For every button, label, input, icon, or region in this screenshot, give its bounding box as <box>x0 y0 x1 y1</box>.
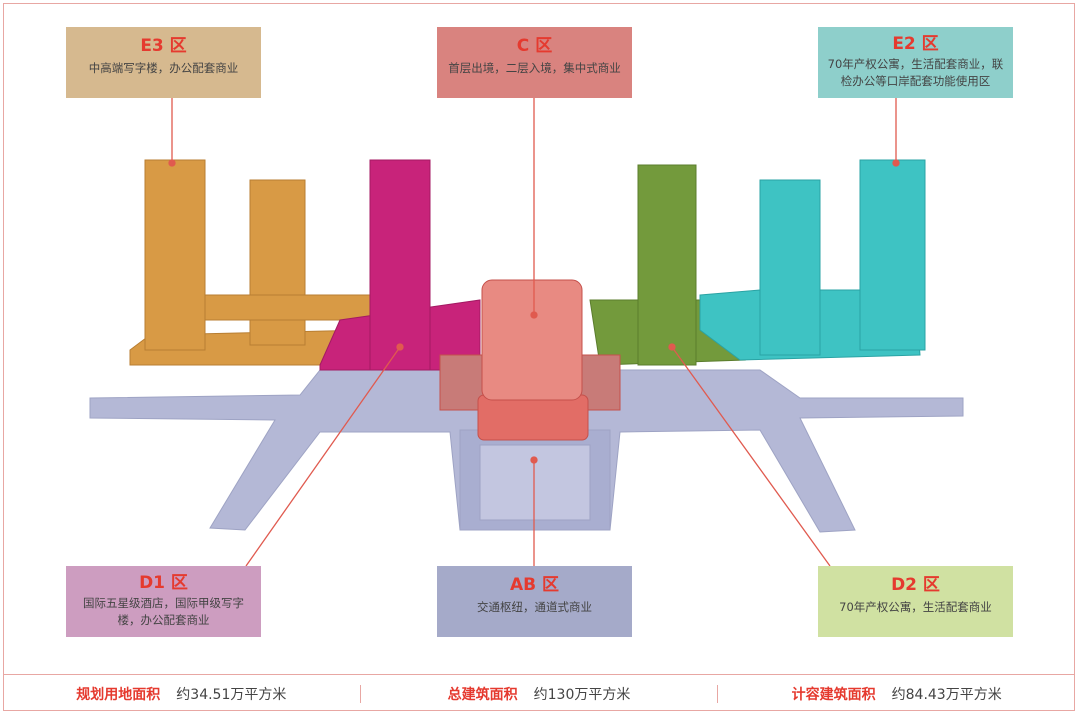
divider <box>359 684 361 703</box>
e2-zone-model <box>699 159 926 361</box>
plot-ratio-floor-area: 计容建筑面积约84.43万平方米 <box>718 684 1075 704</box>
planned-land-area: 规划用地面积约34.51万平方米 <box>3 684 360 704</box>
divider <box>717 684 719 703</box>
stat-label: 计容建筑面积 <box>791 686 876 703</box>
e2-zone-label: E2 区 70年产权公寓，生活配套商业，联检办公等口岸配套功能使用区 <box>818 27 1013 98</box>
d1-desc: 国际五星级酒店，国际甲级写字楼，办公配套商业 <box>83 596 244 627</box>
e3-zone-model <box>129 159 376 366</box>
area-statistics-footer: 规划用地面积约34.51万平方米 总建筑面积约130万平方米 计容建筑面积约84… <box>3 674 1075 712</box>
ab-zone-model <box>89 369 964 533</box>
total-floor-area: 总建筑面积约130万平方米 <box>361 684 718 704</box>
d2-title: D2 区 <box>891 575 940 595</box>
c-desc: 首层出境，二层入境，集中式商业 <box>448 61 621 75</box>
e2-title: E2 区 <box>892 34 939 54</box>
c-title: C 区 <box>516 36 553 56</box>
e3-desc: 中高端写字楼，办公配套商业 <box>88 61 239 75</box>
e3-title: E3 区 <box>140 36 187 56</box>
stat-label: 总建筑面积 <box>447 686 518 703</box>
stat-value: 约130万平方米 <box>533 686 631 703</box>
stat-value: 约34.51万平方米 <box>176 686 287 703</box>
leader-lines <box>168 98 900 567</box>
e2-desc: 70年产权公寓，生活配套商业，联检办公等口岸配套功能使用区 <box>827 57 1004 88</box>
d2-zone-label: D2 区 70年产权公寓，生活配套商业 <box>818 566 1013 637</box>
stat-value: 约84.43万平方米 <box>891 686 1002 703</box>
ab-zone-label: AB 区 交通枢纽，通道式商业 <box>437 566 632 637</box>
d1-title: D1 区 <box>139 573 188 593</box>
e3-zone-label: E3 区 中高端写字楼，办公配套商业 <box>66 27 261 98</box>
c-zone-label: C 区 首层出境，二层入境，集中式商业 <box>437 27 632 98</box>
d1-zone-label: D1 区 国际五星级酒店，国际甲级写字楼，办公配套商业 <box>66 566 261 637</box>
c-zone-model <box>439 279 621 441</box>
stat-label: 规划用地面积 <box>76 686 161 703</box>
d1-zone-model <box>319 159 481 371</box>
ab-desc: 交通枢纽，通道式商业 <box>477 600 592 614</box>
ab-title: AB 区 <box>509 575 560 595</box>
frame <box>3 3 1075 711</box>
d2-desc: 70年产权公寓，生活配套商业 <box>839 600 992 614</box>
